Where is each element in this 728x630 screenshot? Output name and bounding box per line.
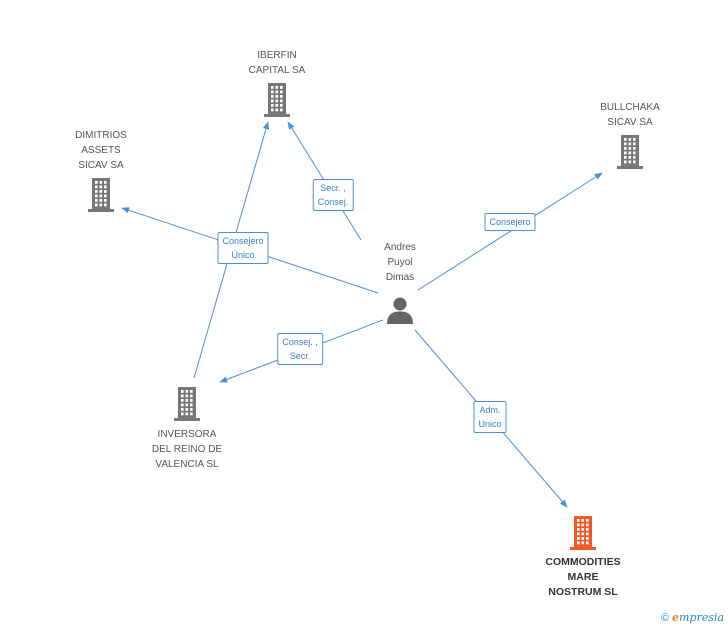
node-label-line: NOSTRUM SL [548,586,618,598]
node-label-line: INVERSORA [157,429,217,440]
node-label-line: IBERFIN [257,50,297,61]
node-label-line: Puyol [387,257,413,268]
node-label-line: BULLCHAKA [600,102,660,113]
edge-label-line: Secr. [289,351,311,361]
node-label-line: ASSETS [81,145,121,156]
node-label-line: SICAV SA [78,160,124,171]
node-label-line: COMMODITIES [545,556,621,568]
node-label-commodities[interactable]: COMMODITIES MARE NOSTRUM SL [545,555,620,600]
edge-andres-to-bullchaka [417,172,603,291]
edge-label-line: Secr. , [320,183,346,193]
building-icon-iberfin[interactable] [262,83,292,122]
building-icon-bullchaka[interactable] [615,135,645,174]
node-label-line: DEL REINO DE [151,444,223,455]
edge-label-e5: Adm. Unico [473,401,507,433]
edge-label-line: Unico [478,419,502,429]
empresia-credit: © empresia [661,611,724,624]
edge-label-line: Único [231,250,255,260]
edge-label-e4: Consej. , Secr. [277,333,323,365]
edge-label-line: Consej. , [282,337,318,347]
edge-label-line: Consejero [222,236,264,246]
person-icon-andres[interactable] [386,296,414,329]
node-label-line: VALENCIA SL [155,459,219,470]
node-label-line: CAPITAL SA [248,65,306,76]
node-label-dimitrios[interactable]: DIMITRIOS ASSETS SICAV SA [75,128,127,173]
node-label-line: MARE [567,571,599,583]
node-label-line: SICAV SA [607,117,653,128]
edge-label-line: Consej. [317,197,349,207]
building-icon-dimitrios[interactable] [86,178,116,217]
node-label-line: DIMITRIOS [75,130,127,141]
empresia-logo-e: e [672,611,680,624]
node-label-inversora[interactable]: INVERSORA DEL REINO DE VALENCIA SL [152,427,222,472]
node-label-line: Dimas [385,272,415,283]
empresia-logo-text: mpresia [679,611,724,624]
copyright-icon: © [660,612,669,624]
edge-label-line: Consejero [489,217,531,227]
edge-label-e3: Consejero [484,213,536,231]
node-label-line: Andres [384,242,416,253]
building-icon-inversora[interactable] [172,387,202,426]
edge-label-e1: Secr. , Consej. [312,179,354,211]
node-label-bullchaka[interactable]: BULLCHAKA SICAV SA [600,100,659,130]
edge-label-line: Adm. [479,405,501,415]
building-icon-commodities[interactable] [568,516,598,555]
node-label-iberfin[interactable]: IBERFIN CAPITAL SA [249,48,306,78]
